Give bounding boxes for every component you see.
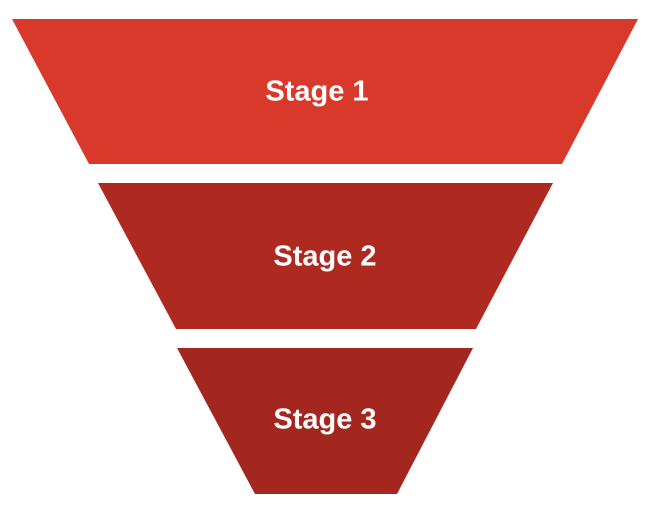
- funnel-stage-2: Stage 2: [98, 183, 553, 329]
- funnel-stage-3: Stage 3: [177, 348, 473, 494]
- funnel-stage-2-label: Stage 2: [273, 241, 376, 273]
- funnel-stage-1: Stage 1: [12, 19, 638, 164]
- funnel-stage-3-shape: [177, 348, 473, 494]
- funnel-stage-3-label: Stage 3: [273, 404, 376, 436]
- funnel-stage-2-shape: [98, 183, 553, 329]
- funnel-stage-1-label: Stage 1: [265, 76, 368, 108]
- funnel-stage-1-shape: [12, 19, 638, 164]
